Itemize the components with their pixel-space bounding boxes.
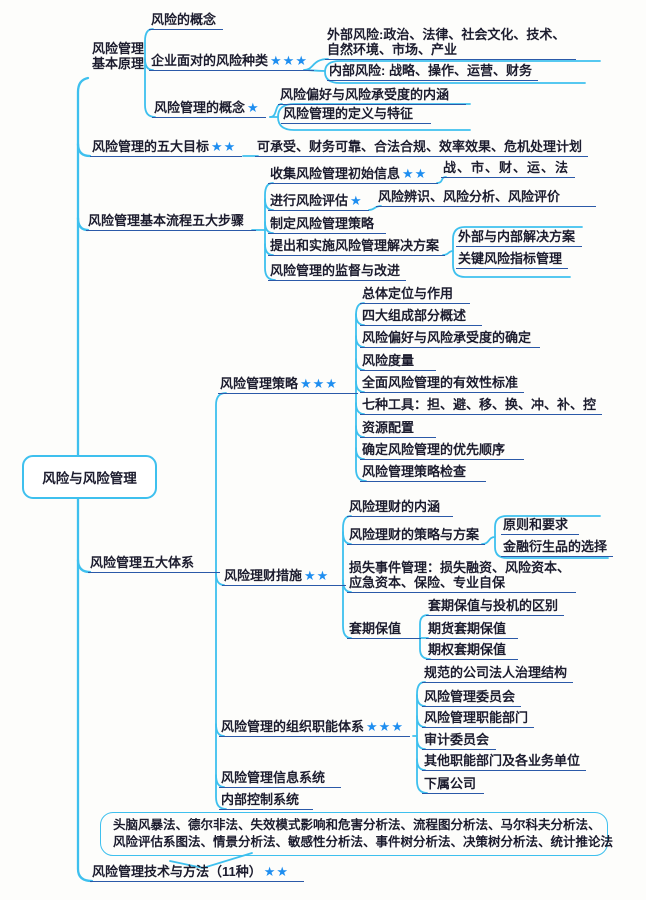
stars-organization: ★★★ <box>366 719 404 734</box>
node-strategy-item: 风险度量 <box>360 354 436 371</box>
node-hedging: 套期保值 <box>347 622 421 639</box>
node-internal-control: 内部控制系统 <box>219 793 313 810</box>
node-risk-concept: 风险的概念 <box>149 13 223 30</box>
stars-mgmt-strategy: ★★★ <box>300 376 338 391</box>
node-hedge-item: 期货套期保值 <box>426 622 518 639</box>
node-finance-connotation: 风险理财的内涵 <box>347 500 453 517</box>
node-make-strategy: 制定风险管理策略 <box>268 217 386 234</box>
branch-methods: 风险管理技术与方法（11种）★★ <box>90 865 304 882</box>
node-strategy-item: 资源配置 <box>360 421 436 438</box>
stars-risk-types: ★★★ <box>270 53 308 68</box>
node-risk-assessment: 进行风险评估★ <box>268 194 369 211</box>
node-implement-solutions: 提出和实施风险管理解决方案 <box>268 239 446 256</box>
node-mgmt-strategy: 风险管理策略★★★ <box>218 377 358 394</box>
node-key-risk-indicator: 关键风险指标管理 <box>456 252 569 269</box>
node-strategy-item: 全面风险管理的有效性标准 <box>360 376 525 393</box>
branch-five-goals: 风险管理的五大目标★★ <box>90 139 243 157</box>
stars-mgmt-concept: ★ <box>247 100 260 115</box>
node-finance-plan: 风险理财的策略与方案 <box>347 528 486 545</box>
node-external-risk: 外部风险:政治、法律、社会文化、技术、 自然环境、市场、产业 <box>325 27 576 60</box>
stars-risk-assessment: ★ <box>350 193 363 208</box>
node-strategy-item: 确定风险管理的优先顺序 <box>360 443 524 460</box>
node-strategy-item: 风险管理策略检查 <box>360 465 486 482</box>
node-collect-info: 收集风险管理初始信息★★ <box>268 167 438 184</box>
node-strategy-item: 七种工具：担、避、移、换、冲、补、控 <box>360 398 603 415</box>
node-hedge-item: 套期保值与投机的区别 <box>426 599 565 616</box>
stars-methods: ★★ <box>263 864 290 879</box>
node-org-item: 风险管理职能部门 <box>422 711 535 728</box>
node-risk-definition: 风险管理的定义与特征 <box>281 107 431 124</box>
node-organization-system: 风险管理的组织职能体系★★★ <box>219 720 410 737</box>
root-node: 风险与风险管理 <box>22 455 157 499</box>
stars-collect-info: ★★ <box>402 166 428 181</box>
node-five-goals-detail: 可承受、财务可靠、合法合规、效率效果、危机处理计划 <box>255 140 589 157</box>
node-strategy-item: 总体定位与作用 <box>360 287 470 304</box>
node-risk-types: 企业面对的风险种类★★★ <box>149 54 314 71</box>
methods-line-2: 风险评估系图法、情景分析法、敏感性分析法、事件树分析法、决策树分析法、统计推论法 <box>113 835 614 849</box>
branch-five-systems: 风险管理五大体系 <box>88 556 220 573</box>
node-org-item: 规范的公司法人治理结构 <box>422 666 574 683</box>
node-plan-principles: 原则和要求 <box>501 518 579 535</box>
node-strategy-item: 四大组成部分概述 <box>360 309 482 326</box>
node-collect-info-detail: 战、市、财、运、法 <box>441 161 576 178</box>
node-risk-finance: 风险理财措施★★ <box>222 569 346 586</box>
node-mgmt-concept: 风险管理的概念★ <box>152 101 266 118</box>
stars-five-goals: ★★ <box>211 139 237 154</box>
node-risk-appetite: 风险偏好与风险承受度的内涵 <box>278 88 466 105</box>
branch-basic-principle: 风险管理 基本原理 <box>91 41 144 71</box>
node-strategy-item: 风险偏好与风险承受度的确定 <box>360 331 540 348</box>
methods-box: 头脑风暴法、德尔非法、失效模式影响和危害分析法、流程图分析法、马尔科夫分析法、 … <box>100 812 614 856</box>
node-org-item: 其他职能部门及各业务单位 <box>422 754 587 771</box>
node-internal-risk: 内部风险: 战略、操作、运营、财务 <box>327 64 538 81</box>
node-org-item: 风险管理委员会 <box>422 690 522 707</box>
node-info-system: 风险管理信息系统 <box>219 771 341 788</box>
root-label: 风险与风险管理 <box>42 471 137 486</box>
stars-risk-finance: ★★ <box>304 568 330 583</box>
node-org-item: 下属公司 <box>422 777 484 794</box>
methods-line-1: 头脑风暴法、德尔非法、失效模式影响和危害分析法、流程图分析法、马尔科夫分析法、 <box>113 818 601 832</box>
node-supervision-improvement: 风险管理的监督与改进 <box>268 264 407 281</box>
node-plan-derivatives: 金融衍生品的选择 <box>501 540 614 557</box>
node-risk-assessment-detail: 风险辨识、风险分析、风险评价 <box>376 190 596 207</box>
node-solution-external-internal: 外部与内部解决方案 <box>456 230 582 247</box>
node-loss-event-mgmt: 损失事件管理：损失融资、风险资本、 应急资本、保险、专业自保 <box>347 560 577 593</box>
node-org-item: 审计委员会 <box>422 733 496 750</box>
node-hedge-item: 期权套期保值 <box>426 643 518 660</box>
branch-process-steps: 风险管理基本流程五大步骤 <box>86 214 256 231</box>
